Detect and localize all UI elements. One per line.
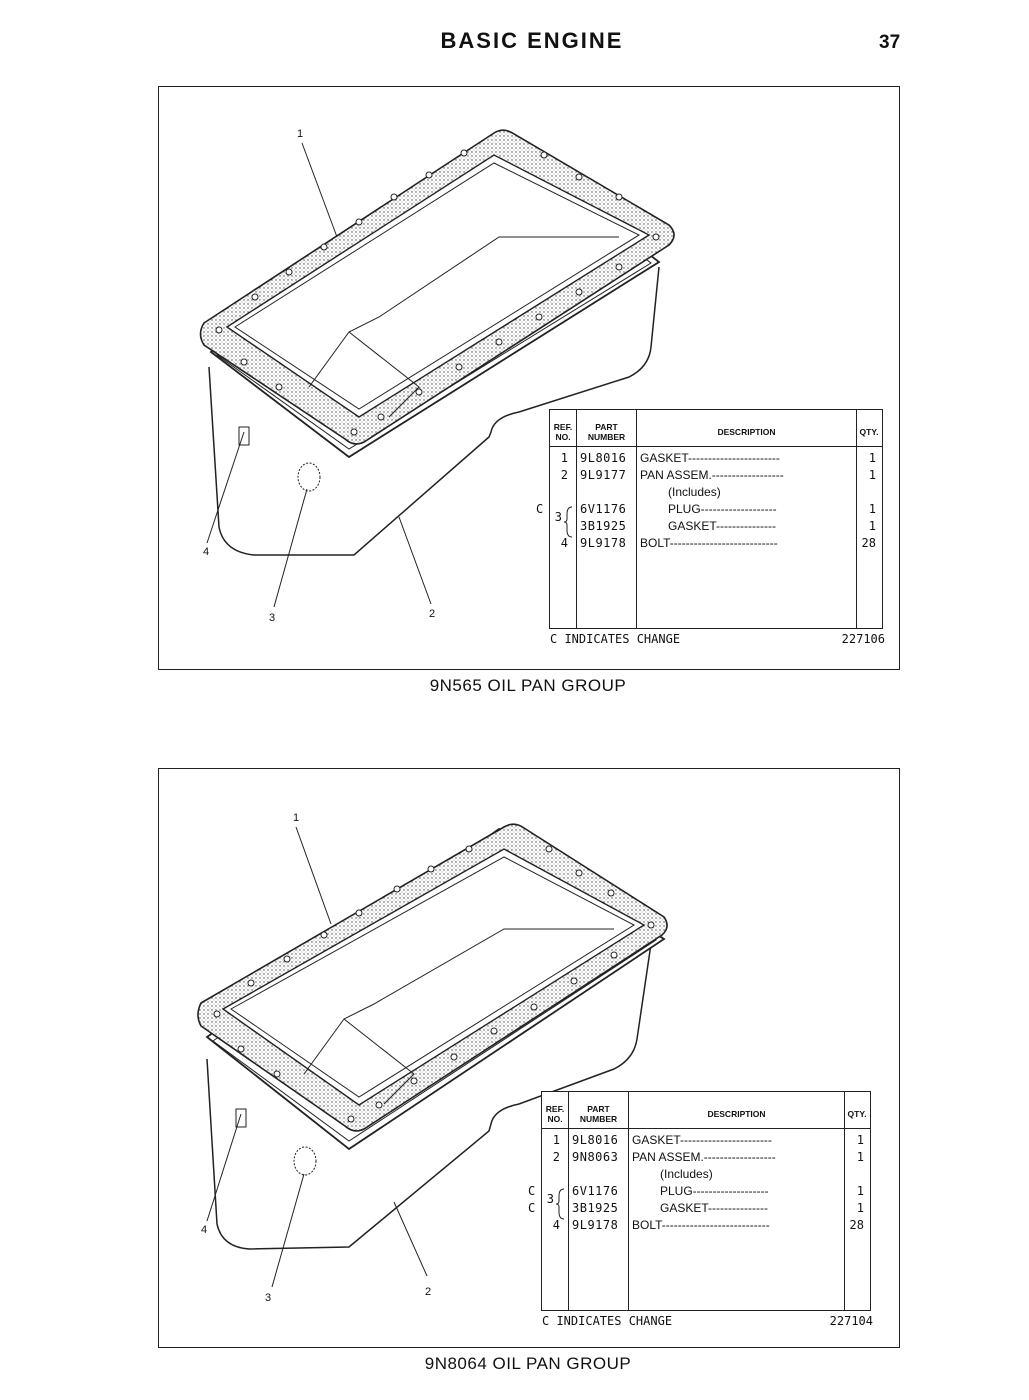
table-footer-note: C INDICATES CHANGE (550, 632, 681, 646)
callout-1: 1 (297, 128, 303, 140)
table-footer-code: 227104 (829, 1314, 873, 1328)
callout-4: 4 (201, 1224, 207, 1236)
table-row: 4 9L9178 BOLT---------------------------… (552, 1218, 864, 1232)
table-row: C 3 6V1176 PLUG------------------- 1 (528, 1184, 864, 1206)
table-footer-code: 227106 (841, 632, 885, 646)
figure-caption: 9N565 OIL PAN GROUP (429, 676, 627, 695)
header-desc: DESCRIPTION (717, 427, 776, 437)
table-row: 1 9L8016 GASKET----------------------- 1 (552, 1133, 864, 1147)
callout-4: 4 (203, 546, 209, 558)
oil-pan-illustration: 1 4 3 2 (199, 128, 675, 624)
table-row: C 3B1925 GASKET--------------- 1 (528, 1201, 864, 1215)
header-ref: REF. NO. (553, 422, 573, 442)
table-row: 3B1925 GASKET--------------- 1 (580, 519, 876, 533)
callout-3: 3 (269, 612, 275, 624)
header-qty: QTY. (859, 427, 879, 437)
figure-oil-pan-group-1: 1 4 3 2 REF. NO. PART NUMBER DESCRIPTION… (158, 86, 900, 670)
table-row: (Includes) (668, 485, 721, 499)
parts-table: REF. NO. PART NUMBER DESCRIPTION QTY. 1 … (528, 1091, 873, 1328)
table-row: 1 9L8016 GASKET----------------------- 1 (560, 451, 876, 465)
table-row: 2 9N8063 PAN ASSEM.------------------ 1 (552, 1150, 864, 1164)
table-row: (Includes) (660, 1167, 713, 1181)
oil-pan-illustration: 1 4 3 2 (197, 812, 668, 1304)
callout-2: 2 (429, 608, 435, 620)
table-row: 4 9L9178 BOLT---------------------------… (560, 536, 876, 550)
table-row: C 3 6V1176 PLUG------------------- 1 (536, 502, 876, 524)
brace-icon (556, 1188, 565, 1220)
parts-table: REF. NO. PART NUMBER DESCRIPTION QTY. 1 … (536, 409, 885, 646)
callout-3: 3 (265, 1292, 271, 1304)
figure-caption: 9N8064 OIL PAN GROUP (424, 1354, 632, 1373)
header-ref: REF. NO. (545, 1104, 565, 1124)
callout-2: 2 (425, 1286, 431, 1298)
header-part: PART NUMBER (587, 422, 626, 442)
header-qty: QTY. (847, 1109, 867, 1119)
header-part: PART NUMBER (579, 1104, 618, 1124)
callout-1: 1 (293, 812, 299, 824)
page-number: 37 (879, 32, 901, 53)
figure-oil-pan-group-2: 1 4 3 2 REF. NO. PART NUMBER DESCRIPTION… (158, 768, 900, 1348)
header-desc: DESCRIPTION (707, 1109, 766, 1119)
table-footer-note: C INDICATES CHANGE (542, 1314, 673, 1328)
brace-icon (564, 506, 573, 538)
page-title: BASIC ENGINE (440, 28, 624, 53)
table-row: 2 9L9177 PAN ASSEM.------------------ 1 (560, 468, 876, 482)
